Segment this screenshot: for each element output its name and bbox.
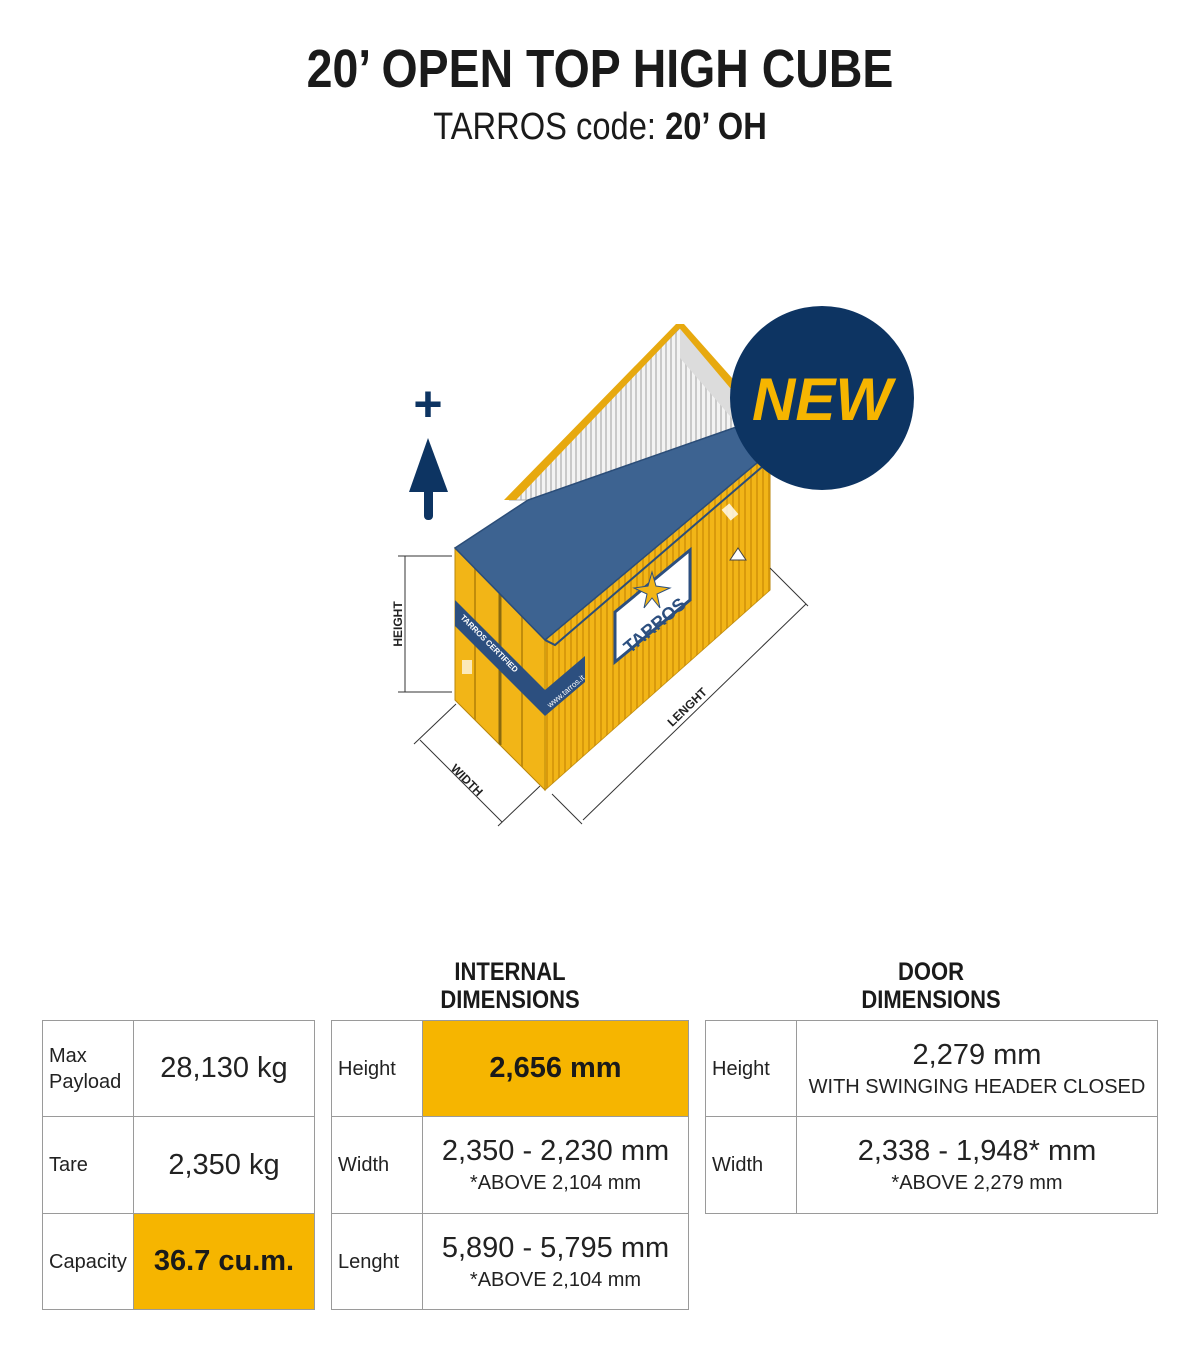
table-row: Max Payload 28,130 kg [42, 1020, 315, 1117]
door-width-note: *ABOVE 2,279 mm [891, 1172, 1063, 1194]
general-specs-table: Max Payload 28,130 kg Tare 2,350 kg Capa… [42, 1020, 315, 1310]
internal-heading-line1: INTERNAL [454, 958, 566, 986]
new-badge: NEW [730, 306, 914, 490]
table-row: Height 2,656 mm [331, 1020, 689, 1117]
internal-length-label: Lenght [331, 1213, 423, 1310]
internal-height-label: Height [331, 1020, 423, 1117]
capacity-value: 36.7 cu.m. [133, 1213, 315, 1310]
plus-icon: + [413, 376, 442, 432]
new-badge-label: NEW [752, 366, 896, 433]
door-width-label: Width [705, 1116, 797, 1214]
internal-width-value: 2,350 - 2,230 mm [441, 1135, 670, 1167]
door-heading-line1: DOOR [898, 958, 964, 986]
table-row: Capacity 36.7 cu.m. [42, 1213, 315, 1310]
length-dimension-label: LENGHT [665, 684, 711, 729]
table-row: Lenght 5,890 - 5,795 mm *ABOVE 2,104 mm [331, 1213, 689, 1310]
door-dimensions-table: Height 2,279 mm WITH SWINGING HEADER CLO… [705, 1020, 1158, 1214]
internal-dimensions-heading: INTERNAL DIMENSIONS [352, 958, 669, 1014]
width-dimension-label: WIDTH [448, 761, 486, 799]
container-interior [504, 324, 748, 501]
up-arrow-icon [409, 438, 448, 520]
capacity-label: Capacity [42, 1213, 134, 1310]
door-width-value: 2,338 - 1,948* mm [857, 1135, 1097, 1167]
length-dimension [551, 567, 809, 825]
internal-width-cell: 2,350 - 2,230 mm *ABOVE 2,104 mm [422, 1116, 689, 1214]
internal-length-cell: 5,890 - 5,795 mm *ABOVE 2,104 mm [422, 1213, 689, 1310]
code-value: 20’ OH [665, 106, 767, 148]
max-payload-value: 28,130 kg [133, 1020, 315, 1117]
door-height-value: 2,279 mm [912, 1038, 1042, 1071]
door-height-label: Height [705, 1020, 797, 1117]
table-row: Width 2,338 - 1,948* mm *ABOVE 2,279 mm [705, 1116, 1158, 1214]
table-row: Height 2,279 mm WITH SWINGING HEADER CLO… [705, 1020, 1158, 1117]
container-code: TARROS code: 20’ OH [84, 104, 1116, 150]
container-illustration: TARROS TARROS CERTIFIED www.tarros.it HE… [391, 306, 914, 827]
internal-heading-line2: DIMENSIONS [440, 986, 580, 1014]
tare-label: Tare [42, 1116, 134, 1214]
internal-dimensions-table: Height 2,656 mm Width 2,350 - 2,230 mm *… [331, 1020, 689, 1310]
height-dimension-label: HEIGHT [391, 601, 405, 647]
door-height-cell: 2,279 mm WITH SWINGING HEADER CLOSED [796, 1020, 1158, 1117]
internal-width-note: *ABOVE 2,104 mm [469, 1172, 642, 1194]
container-doors: TARROS CERTIFIED [454, 546, 546, 792]
internal-width-label: Width [331, 1116, 423, 1214]
door-heading-line2: DIMENSIONS [861, 986, 1001, 1014]
width-dimension [413, 703, 541, 827]
table-row: Tare 2,350 kg [42, 1116, 315, 1214]
door-height-note: WITH SWINGING HEADER CLOSED [808, 1075, 1146, 1098]
internal-length-value: 5,890 - 5,795 mm [441, 1231, 670, 1264]
page-title: 20’ OPEN TOP HIGH CUBE [306, 39, 894, 99]
max-payload-label: Max Payload [42, 1020, 134, 1117]
internal-height-value: 2,656 mm [422, 1020, 689, 1117]
tare-value: 2,350 kg [133, 1116, 315, 1214]
height-dimension [398, 555, 452, 693]
internal-length-note: *ABOVE 2,104 mm [469, 1268, 642, 1291]
table-row: Width 2,350 - 2,230 mm *ABOVE 2,104 mm [331, 1116, 689, 1214]
door-width-cell: 2,338 - 1,948* mm *ABOVE 2,279 mm [796, 1116, 1158, 1214]
door-dimensions-heading: DOOR DIMENSIONS [732, 958, 1130, 1014]
code-label: TARROS code: [433, 106, 656, 148]
